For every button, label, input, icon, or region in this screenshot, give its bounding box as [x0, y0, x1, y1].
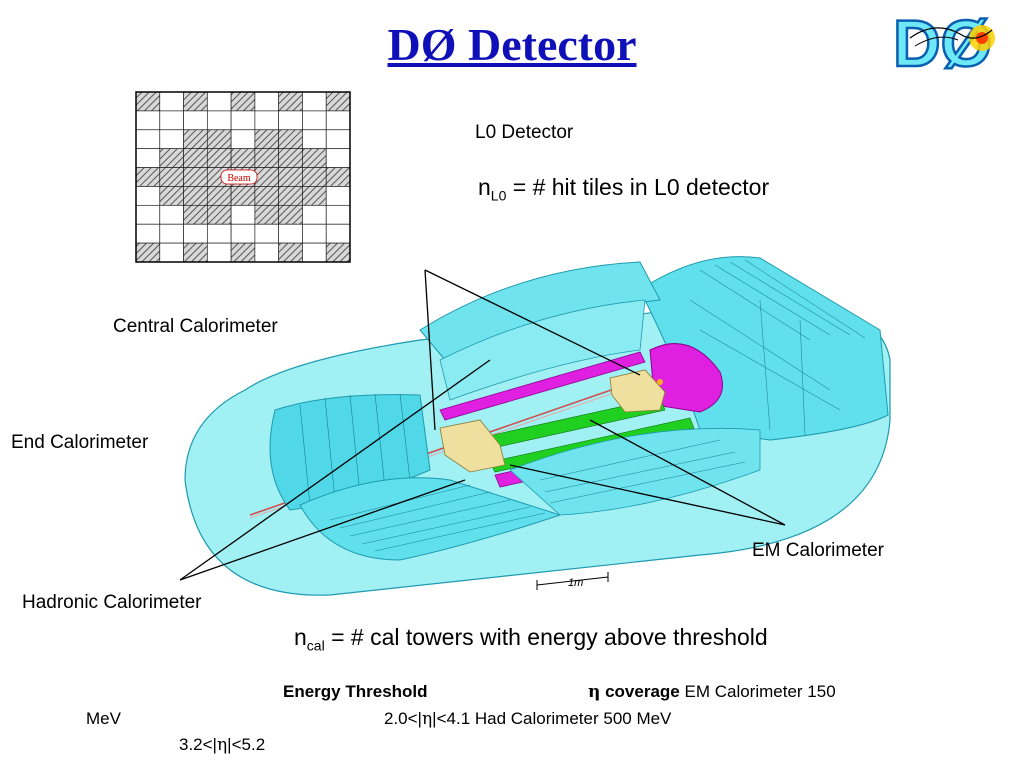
footer-line2b-eta: η: [421, 709, 433, 729]
nl0-subscript: L0: [490, 187, 507, 204]
beam-label: Beam: [227, 173, 251, 184]
footer-line2b-pre: 2.0<|: [384, 709, 422, 728]
footer-line-2a: MeV: [86, 709, 121, 728]
l0-detector-label: L0 Detector: [475, 122, 574, 143]
footer-line3-post: |<5.2: [227, 735, 266, 754]
coverage-heading: coverage: [600, 682, 680, 701]
footer-line-2b: 2.0<|η|<4.1 Had Calorimeter 500 MeV: [384, 709, 671, 729]
footer-line-1b: η coverage EM Calorimeter 150: [588, 682, 836, 702]
page-title: DØ Detector: [387, 19, 637, 70]
ncal-symbol: n: [294, 624, 307, 650]
footer-line3-pre: 3.2<|: [179, 735, 217, 754]
scale-label: 1m: [568, 577, 583, 589]
nl0-symbol: n: [478, 174, 491, 200]
eta-symbol: η: [588, 682, 601, 702]
ncal-text: = # cal towers with energy above thresho…: [324, 624, 768, 650]
energy-threshold-heading: Energy Threshold: [283, 682, 428, 701]
footer-line1-tail: EM Calorimeter 150: [679, 682, 836, 701]
footer-line2b-post: |<4.1 Had Calorimeter 500 MeV: [432, 709, 672, 728]
central-calorimeter-label: Central Calorimeter: [113, 316, 278, 337]
em-calorimeter-label: EM Calorimeter: [752, 540, 884, 561]
footer-line-3: 3.2<|η|<5.2: [179, 735, 265, 755]
end-calorimeter-label: End Calorimeter: [11, 432, 149, 453]
ncal-definition: ncal = # cal towers with energy above th…: [294, 624, 768, 654]
footer-line-1: Energy Threshold: [283, 682, 428, 702]
nl0-definition: nL0 = # hit tiles in L0 detector: [478, 174, 769, 204]
ncal-subscript: cal: [306, 637, 325, 654]
nl0-text: = # hit tiles in L0 detector: [506, 174, 770, 200]
footer-line3-eta: η: [216, 735, 228, 755]
hadronic-calorimeter-label: Hadronic Calorimeter: [22, 592, 202, 613]
